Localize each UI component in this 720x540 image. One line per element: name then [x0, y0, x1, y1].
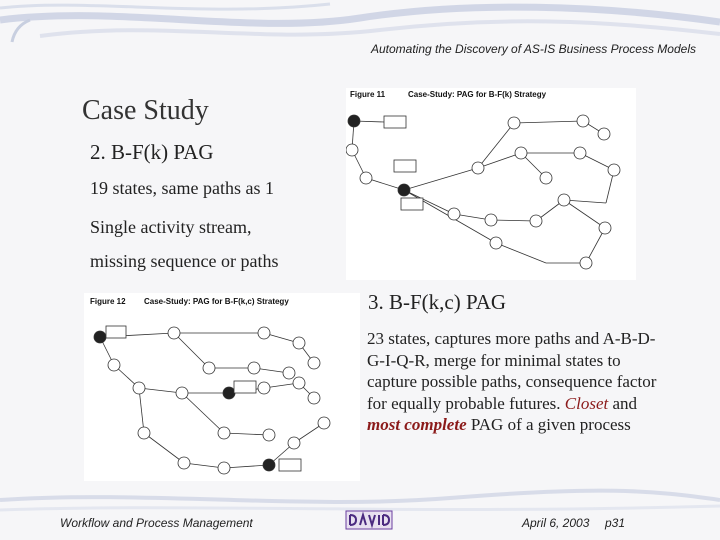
highlight-closet: Closet	[564, 393, 609, 413]
figure-12-diagram: Figure 12 Case-Study: PAG for B-F(k,c) S…	[84, 293, 360, 481]
description-part-3: PAG of a given process	[466, 415, 631, 434]
bullet-3: missing sequence or paths	[90, 251, 279, 271]
logo-icon	[345, 510, 393, 530]
highlight-most-complete: most complete	[367, 415, 467, 434]
presentation-title: Automating the Discovery of AS-IS Busine…	[370, 42, 696, 56]
footer-page-number: p31	[605, 516, 626, 530]
bullet-2: Single activity stream,	[90, 217, 252, 237]
description-part-2: and	[608, 393, 638, 413]
description-part-1: 23 states, captures more paths and A-B-D…	[367, 329, 657, 413]
section-2-title: 2. B-F(k) PAG	[90, 140, 214, 164]
footer-date: April 6, 2003	[522, 516, 590, 530]
figure-11-graph	[346, 114, 621, 270]
bullet-1: 19 states, same paths as 1	[90, 178, 274, 198]
section-3-description: 23 states, captures more paths and A-B-D…	[367, 328, 667, 436]
figure-11-diagram: Figure 11 Case-Study: PAG for B-F(k) Str…	[346, 88, 636, 280]
section-3-title: 3. B-F(k,c) PAG	[368, 290, 507, 314]
figure-11-number: Figure 11	[350, 90, 386, 99]
figure-12-caption: Case-Study: PAG for B-F(k,c) Strategy	[144, 297, 289, 306]
figure-12-number: Figure 12	[90, 297, 126, 306]
figure-11-caption: Case-Study: PAG for B-F(k) Strategy	[408, 90, 547, 99]
slide-heading: Case Study	[82, 95, 209, 126]
footer-course-name: Workflow and Process Management	[60, 516, 253, 530]
figure-12-graph	[93, 325, 331, 475]
